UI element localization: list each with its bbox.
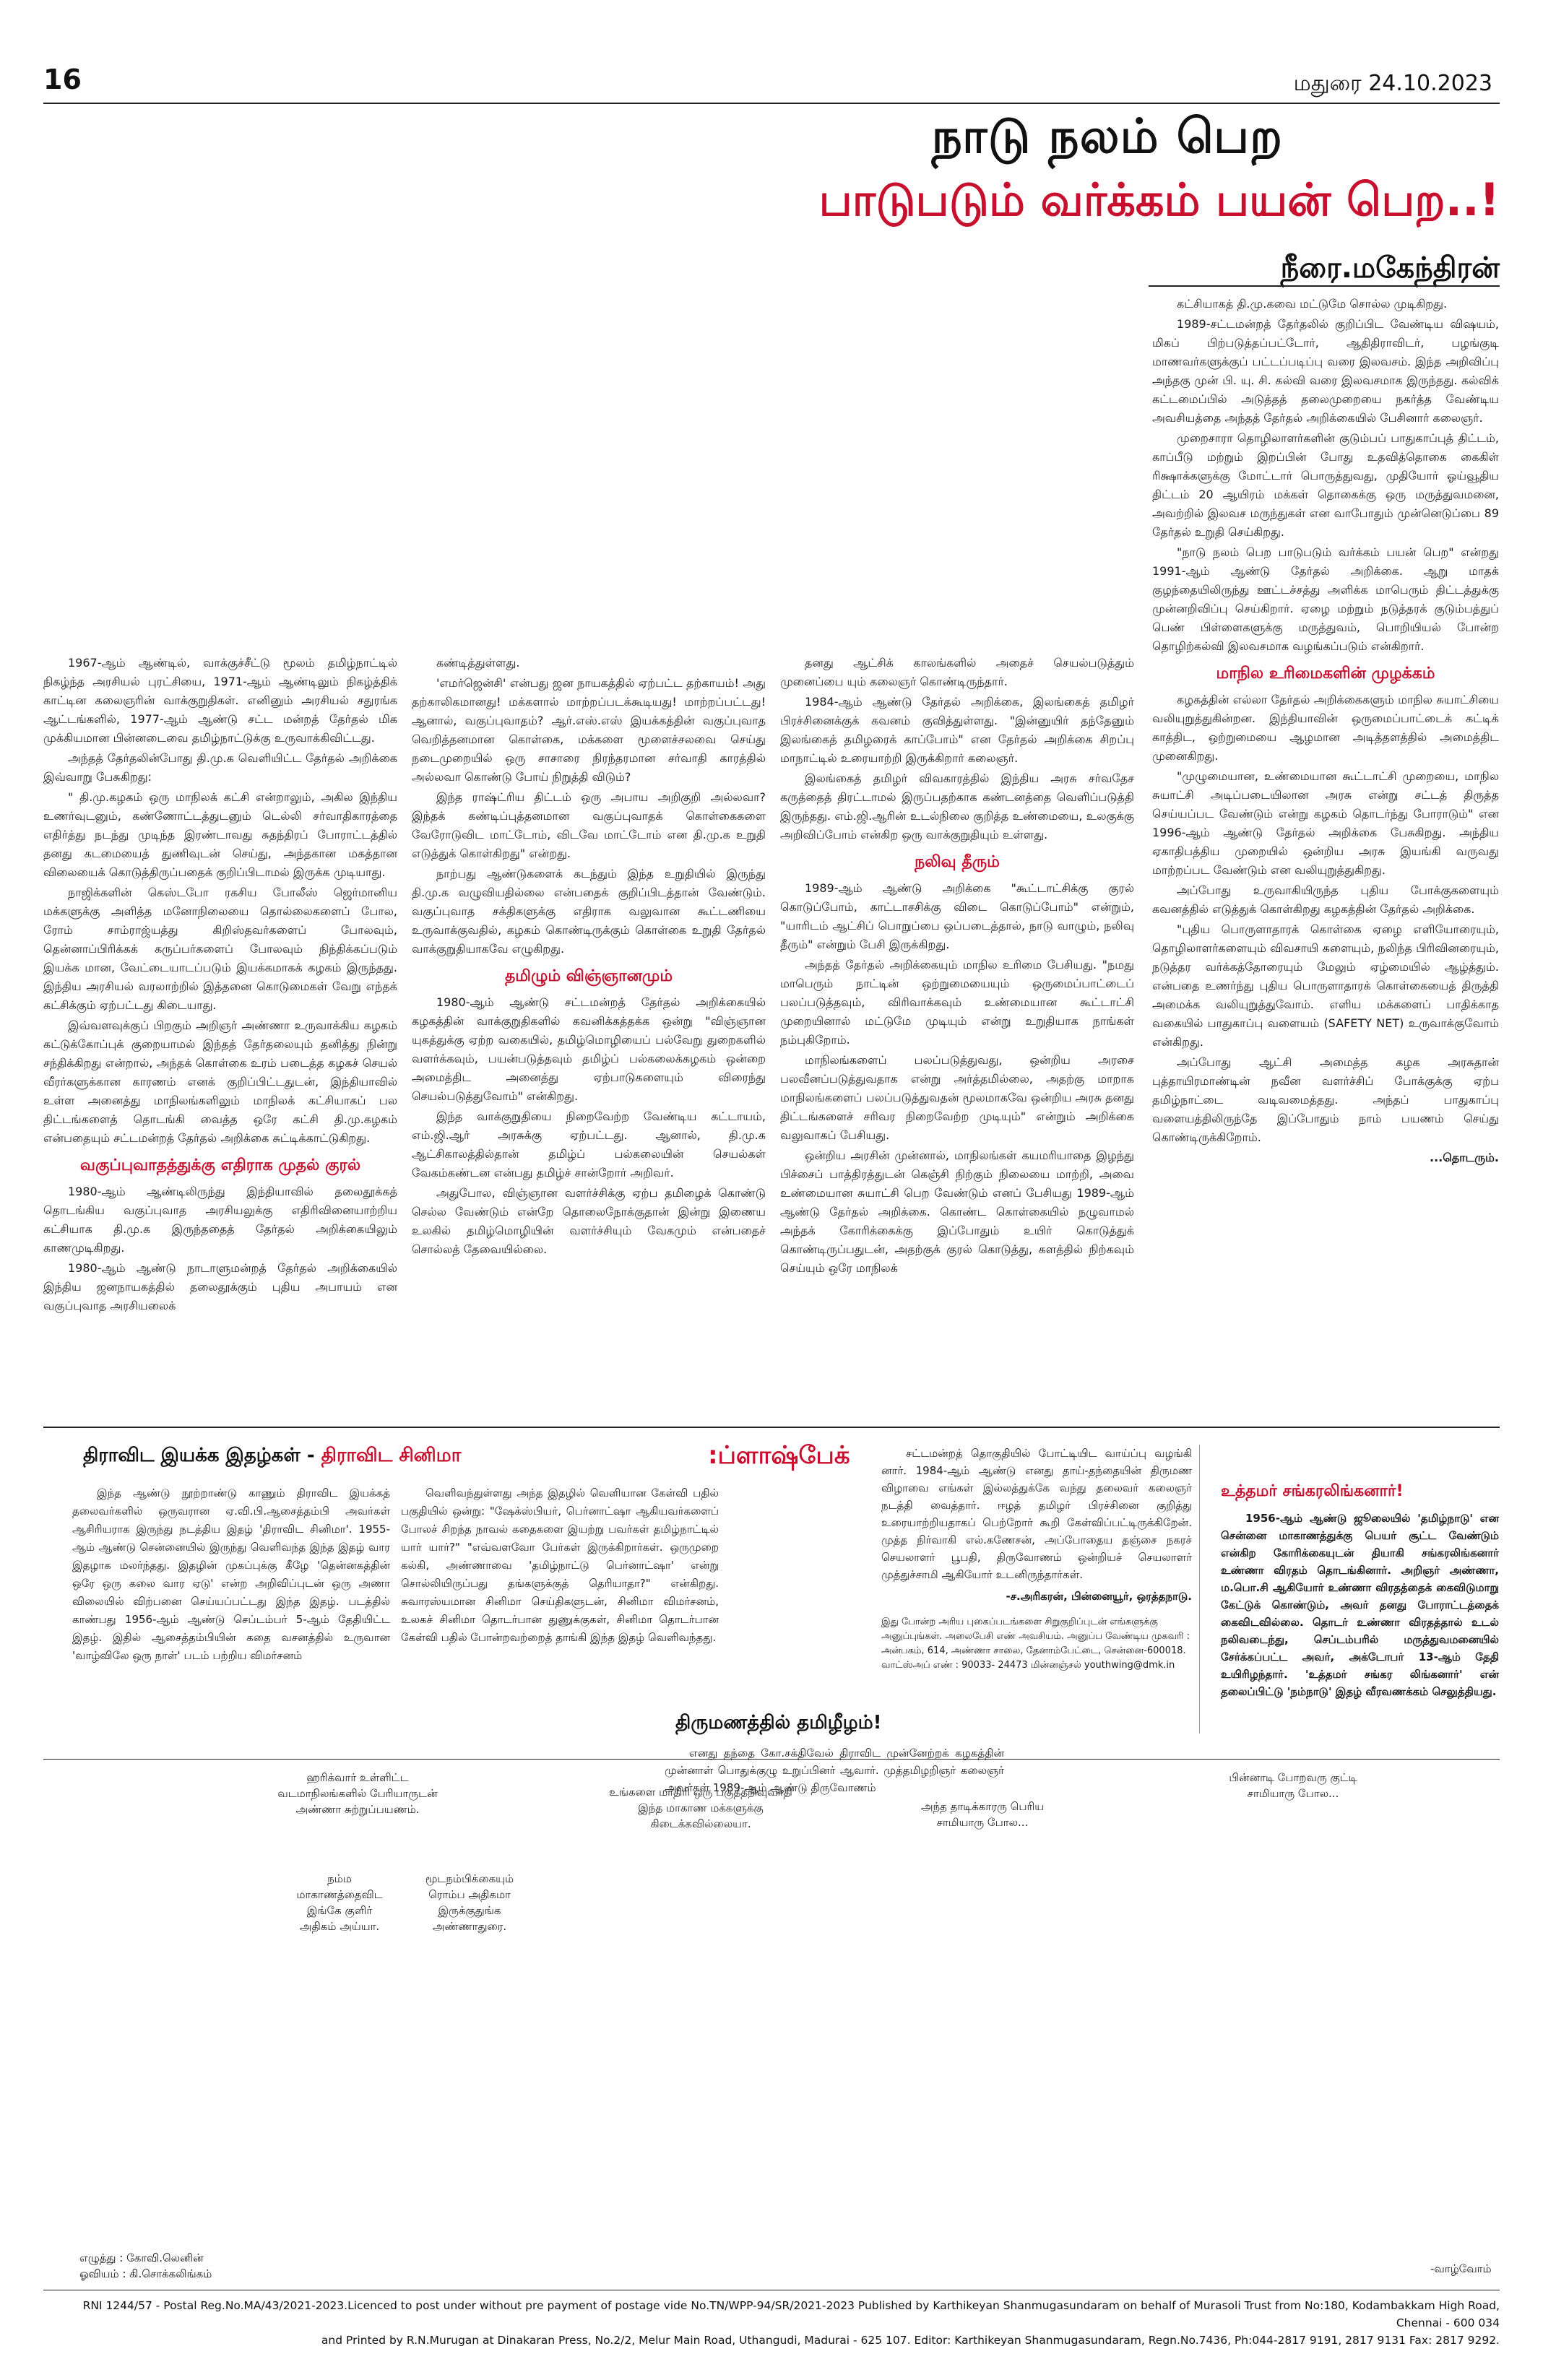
writer-credit: எழுத்து : கோவி.லெனின்: [79, 2251, 204, 2264]
cartoon-caption: மூடநம்பிக்கையும் ரொம்ப அதிகமா இருக்குதுங…: [425, 1872, 514, 1933]
paragraph: ஒன்றிய அரசின் முன்னால், மாநிலங்கள் கயமரி…: [780, 1148, 1134, 1275]
paragraph: "முழுமையான, உண்மையான கூட்டாட்சி முறையை, …: [1152, 769, 1499, 877]
cartoon-caption: பின்னாடி போறவரு குட்டி சாமியாரு போல...: [1229, 1771, 1357, 1800]
paragraph: 1989-ஆம் ஆண்டு அறிக்கை "கூட்டாட்சிக்கு க…: [780, 881, 1134, 951]
paragraph: கழகத்தின் எல்லா தேர்தல் அறிக்கைகளும் மாந…: [1152, 693, 1499, 763]
byline: நீரை.மகேந்திரன்: [1280, 251, 1500, 285]
cartoon-caption: நம்ம மாகாணத்தைவிட இங்கே குளிர் அதிகம் அய…: [296, 1872, 383, 1933]
paragraph: இந்த ஆண்டு நூற்றாண்டு காணும் திராவிட இயக…: [72, 1487, 390, 1662]
paragraph: " தி.மு.கழகம் ஒரு மாநிலக் கட்சி என்றாலும…: [43, 790, 397, 879]
paragraph: 1980-ஆம் ஆண்டு சட்டமன்றத் தேர்தல் அறிக்க…: [412, 995, 766, 1103]
headline-line1: நாடு நலம் பெற: [931, 108, 1283, 164]
paragraph: கட்சியாகத் தி.மு.கவை மட்டுமே சொல்ல முடிக…: [1177, 297, 1448, 311]
paragraph: அந்தத் தேர்தல் அறிக்கையும் மாநில உரிமை ப…: [780, 958, 1134, 1047]
imprint-line: RNI 1244/57 - Postal Reg.No.MA/43/2021-2…: [82, 2299, 1500, 2329]
headline-line2: பாடுபடும் வர்க்கம் பயன் பெற..!: [818, 173, 1500, 226]
paragraph: சட்டமன்றத் தொகுதியில் போட்டியிட வாய்ப்பு…: [881, 1447, 1192, 1581]
paragraph: நாஜிக்களின் கெஸ்டபோ ரகசிய போலீஸ் ஜெர்மான…: [43, 886, 397, 1012]
paragraph: இவ்வளவுக்குப் பிறகும் அறிஞர் அண்ணா உருவா…: [43, 1018, 397, 1145]
cartoon-sign: -வாழ்வோம்: [1430, 2262, 1492, 2275]
byline-rule: [1149, 285, 1500, 287]
paragraph: வெளிவந்துள்ளது அந்த இதழில் வெளியான கேள்வ…: [401, 1487, 719, 1644]
paragraph: அப்போது ஆட்சி அமைத்த கழக அரசுதான் புத்தா…: [1152, 1055, 1499, 1144]
cartoon-divider: [43, 1759, 1500, 1760]
dravida-cinema-col-2: வெளிவந்துள்ளது அந்த இதழில் வெளியான கேள்வ…: [401, 1484, 719, 1648]
paragraph: நாற்பது ஆண்டுகளைக் கடந்தும் இந்த உறுதியி…: [412, 867, 766, 956]
article-col-2: கண்டித்துள்ளது. 'எமர்ஜென்சி' என்பது ஜன ந…: [412, 654, 766, 1260]
paragraph: 1980-ஆம் ஆண்டிலிருந்து இந்தியாவில் தலைதூ…: [43, 1185, 397, 1255]
paragraph: அதுபோல, விஞ்ஞான வளர்ச்சிக்கு ஏற்ப தமிழைக…: [412, 1186, 766, 1256]
paragraph: "நாடு நலம் பெற பாடுபடும் வர்க்கம் பயன் ப…: [1152, 545, 1499, 653]
subheading: தமிழும் விஞ்ஞானமும்: [504, 967, 673, 985]
artist-credit: ஓவியம் : கி.சொக்கலிங்கம்: [79, 2267, 212, 2280]
paragraph: கண்டித்துள்ளது.: [436, 656, 520, 670]
article-col-4: கட்சியாகத் தி.மு.கவை மட்டுமே சொல்ல முடிக…: [1152, 295, 1499, 1167]
paragraph: தனது ஆட்சிக் காலங்களில் அதைச் செயல்படுத்…: [780, 656, 1134, 688]
continued-label: ...தொடரும்.: [1430, 1151, 1499, 1164]
paragraph: எனது தந்தை கோ.சக்திவேல் திராவிட முன்னேற்…: [665, 1747, 1004, 1794]
paragraph: 1980-ஆம் ஆண்டு நாடாளுமன்றத் தேர்தல் அறிக…: [43, 1261, 397, 1312]
paragraph: 1989-சட்டமன்றத் தேர்தலில் குறிப்பிட வேண்…: [1152, 317, 1499, 425]
section-divider: [43, 1427, 1500, 1428]
signature: -ச.அரிகரன், பின்னையூர், ஒரத்தநாடு.: [1006, 1590, 1192, 1603]
heading-part-red: திராவிட சினிமா: [321, 1445, 462, 1466]
subheading: மாநில உரிமைகளின் முழக்கம்: [1216, 665, 1435, 683]
paragraph: 1984-ஆம் ஆண்டு தேர்தல் அறிக்கை, இலங்கைத்…: [780, 695, 1134, 765]
dravida-cinema-heading: திராவிட இயக்க இதழ்கள் - திராவிட சினிமா: [83, 1445, 461, 1468]
paragraph: இலங்கைத் தமிழர் விவகாரத்தில் இந்திய அரசு…: [780, 771, 1134, 841]
cartoon-caption: உங்களை மாதிரி ஒரு பகுத்தறிவுவாதி இந்த மா…: [609, 1786, 792, 1830]
tribute-title: உத்தமர் சங்கரலிங்கனார்!: [1221, 1482, 1404, 1500]
paragraph: இந்த வாக்குறுதியை நிறைவேற்ற வேண்டிய கட்ட…: [412, 1109, 766, 1180]
column-divider: [1199, 1445, 1200, 1734]
subheading: வகுப்புவாதத்துக்கு எதிராக முதல் குரல்: [79, 1156, 361, 1174]
tribute-text: 1956-ஆம் ஆண்டு ஜூலையில் 'தமிழ்நாடு' என ச…: [1221, 1510, 1499, 1702]
paragraph: 1956-ஆம் ஆண்டு ஜூலையில் 'தமிழ்நாடு' என ச…: [1221, 1512, 1499, 1698]
cartoon-caption: அந்த தாடிக்காரரு பெரிய சாமியாரு போல...: [920, 1800, 1045, 1829]
submission-note: இது போன்ற அரிய புகைப்படங்களை சிறுகுறிப்ப…: [881, 1617, 1190, 1671]
cartoon-caption: ஹரிக்வார் உள்ளிட்ட வடமாநிலங்களில் பேரியா…: [277, 1771, 438, 1816]
wedding-title: திருமணத்தில் தமிழீழம்!: [675, 1712, 882, 1734]
paragraph: "புதிய பொருளாதாரக் கொள்கை ஏழை எளியோரையும…: [1152, 922, 1499, 1049]
paragraph: 'எமர்ஜென்சி' என்பது ஜன நாயகத்தில் ஏற்பட்…: [412, 676, 766, 784]
wedding-text: எனது தந்தை கோ.சக்திவேல் திராவிட முன்னேற்…: [665, 1744, 1004, 1798]
paragraph: 1967-ஆம் ஆண்டில், வாக்குச்சீட்டு மூலம் த…: [43, 656, 397, 745]
page-number: 16: [43, 64, 82, 95]
imprint-line: and Printed by R.N.Murugan at Dinakaran …: [321, 2334, 1500, 2347]
article-col-1: 1967-ஆம் ஆண்டில், வாக்குச்சீட்டு மூலம் த…: [43, 654, 397, 1317]
paragraph: மாநிலங்களைப் பலப்படுத்துவது, ஒன்றிய அரசை…: [780, 1053, 1134, 1142]
paragraph: அப்போது உருவாகியிருந்த புதிய போக்குகளையு…: [1152, 883, 1499, 916]
header-rule: [43, 103, 1500, 104]
paragraph: இந்த ராஷ்ட்ரிய திட்டம் ஒரு அபாய அறிகுறி …: [412, 790, 766, 860]
dravida-cinema-col-1: இந்த ஆண்டு நூற்றாண்டு காணும் திராவிட இயக…: [72, 1484, 390, 1666]
article-col-3: தனது ஆட்சிக் காலங்களில் அதைச் செயல்படுத்…: [780, 654, 1134, 1279]
heading-part: திராவிட இயக்க இதழ்கள் -: [83, 1445, 321, 1466]
dateline: மதுரை 24.10.2023: [1293, 71, 1492, 96]
paragraph: முறைசாரா தொழிலாளர்களின் குடும்பப் பாதுகா…: [1152, 431, 1499, 539]
flashback-story: சட்டமன்றத் தொகுதியில் போட்டியிட வாய்ப்பு…: [881, 1445, 1192, 1673]
flashback-title: :ப்ளாஷ்பேக்: [708, 1441, 850, 1470]
subheading: நலிவு தீரும்: [915, 853, 1000, 871]
paragraph: அந்தத் தேர்தலின்போது தி.மு.க வெளியிட்ட த…: [43, 751, 397, 784]
imprint: RNI 1244/57 - Postal Reg.No.MA/43/2021-2…: [43, 2297, 1500, 2349]
